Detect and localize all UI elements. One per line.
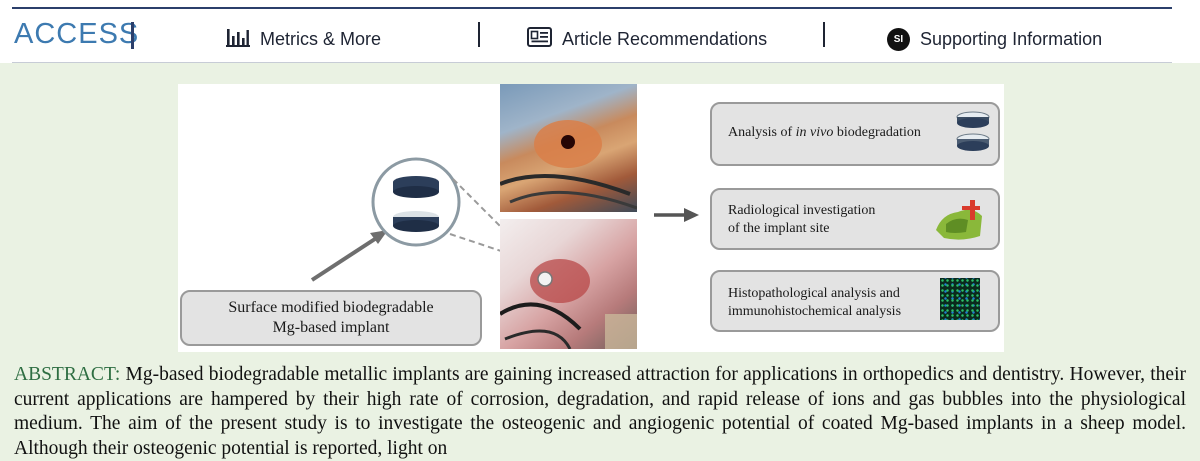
- supporting-label: Supporting Information: [920, 28, 1103, 49]
- implant-label-line1: Surface modified biodegradable: [228, 299, 434, 316]
- top-rule: [12, 7, 1172, 9]
- ct-scan-icon: [936, 200, 982, 240]
- article-icon: [527, 26, 552, 52]
- box3-line1: Histopathological analysis and: [728, 286, 900, 301]
- access-divider: [131, 22, 134, 49]
- surgery-photo-1-detail: [499, 120, 638, 210]
- article-recommendations-link[interactable]: Article Recommendations: [527, 26, 767, 52]
- graphical-abstract: Surface modified biodegradable Mg-based …: [178, 84, 1004, 352]
- arrow-head: [370, 230, 388, 244]
- box2-line2: of the implant site: [728, 221, 830, 236]
- radiological-text: Radiological investigation of the implan…: [728, 202, 875, 238]
- abstract-text: Mg-based biodegradable metallic implants…: [14, 364, 1186, 459]
- abstract-paragraph: ABSTRACT: Mg-based biodegradable metalli…: [14, 363, 1186, 461]
- nav-separator: [478, 22, 480, 47]
- implant-label-box: Surface modified biodegradable Mg-based …: [180, 290, 482, 346]
- biodegradation-box: Analysis of in vivo biodegradation: [710, 102, 1000, 166]
- abstract-heading: ABSTRACT:: [14, 364, 121, 385]
- metrics-link[interactable]: Metrics & More: [226, 26, 381, 52]
- figure-drawing: [310, 157, 699, 282]
- box1-suffix: biodegradation: [833, 125, 921, 140]
- access-label: ACCESS: [14, 18, 140, 50]
- radiological-box: Radiological investigation of the implan…: [710, 188, 1000, 250]
- histopathology-text: Histopathological analysis and immunohis…: [728, 285, 901, 321]
- supporting-information-link[interactable]: SI Supporting Information: [887, 26, 1102, 52]
- box3-line2: immunohistochemical analysis: [728, 304, 902, 319]
- implant-zoom-circle: [371, 157, 461, 247]
- metrics-label: Metrics & More: [260, 28, 382, 49]
- arrow-icon: [310, 235, 380, 282]
- bar-chart-icon: [226, 27, 250, 52]
- si-badge-text: SI: [893, 33, 904, 45]
- si-badge-icon: SI: [887, 27, 910, 51]
- microscopy-icon: [940, 278, 980, 320]
- surgery-photo-2-detail: [498, 259, 637, 350]
- bottom-rule: [12, 62, 1172, 63]
- histopathology-box: Histopathological analysis and immunohis…: [710, 270, 1000, 332]
- box1-italic: in vivo: [795, 125, 834, 140]
- article-access-bar: ACCESS Metrics & More Artic: [0, 0, 1200, 63]
- nav-separator: [823, 22, 825, 47]
- implant-disc-icon: [956, 111, 990, 151]
- recommendations-label: Article Recommendations: [562, 28, 768, 49]
- box1-prefix: Analysis of: [728, 125, 796, 140]
- box2-line1: Radiological investigation: [728, 203, 876, 218]
- surgery-photo-1: [499, 84, 638, 212]
- biodegradation-text: Analysis of in vivo biodegradation: [728, 125, 921, 141]
- implant-label-line2: Mg-based implant: [272, 319, 390, 336]
- surgery-photo-2: [498, 219, 637, 350]
